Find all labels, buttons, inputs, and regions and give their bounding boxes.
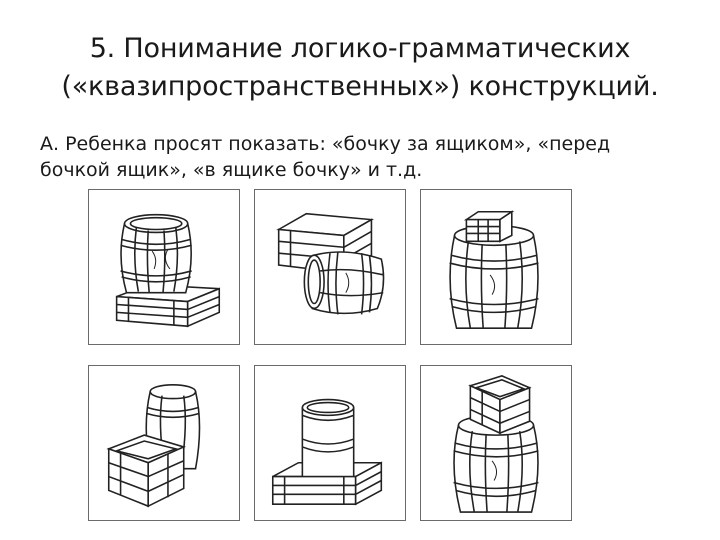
crate-in-barrel-drawing	[449, 210, 539, 329]
slide-title: 5. Понимание логико-грамматических («ква…	[40, 30, 680, 106]
task-description: А. Ребенка просят показать: «бочку за ящ…	[40, 131, 690, 183]
cylinder-in-crate-drawing	[271, 398, 383, 506]
illustration-barrel-in-front-of-crate	[254, 189, 406, 345]
title-line-2: («квазипространственных») конструкций.	[61, 71, 659, 102]
illustration-crate-in-front-of-barrel	[88, 365, 240, 521]
illustration-crate-on-barrel	[420, 365, 572, 521]
crate-in-front-of-barrel-drawing	[106, 383, 201, 508]
crate-on-barrel-drawing	[453, 375, 539, 513]
illustration-barrel-on-crate	[88, 189, 240, 345]
barrel-on-crate-drawing	[115, 213, 221, 328]
barrel-in-front-of-crate-drawing	[276, 212, 385, 315]
illustration-cylinder-in-crate	[254, 365, 406, 521]
illustration-crate-in-barrel	[420, 189, 572, 345]
title-line-1: 5. Понимание логико-грамматических	[89, 33, 631, 64]
task-line-1: А. Ребенка просят показать: «бочку за ящ…	[40, 133, 611, 155]
task-line-2: бочкой ящик», «в ящике бочку» и т.д.	[40, 159, 423, 181]
